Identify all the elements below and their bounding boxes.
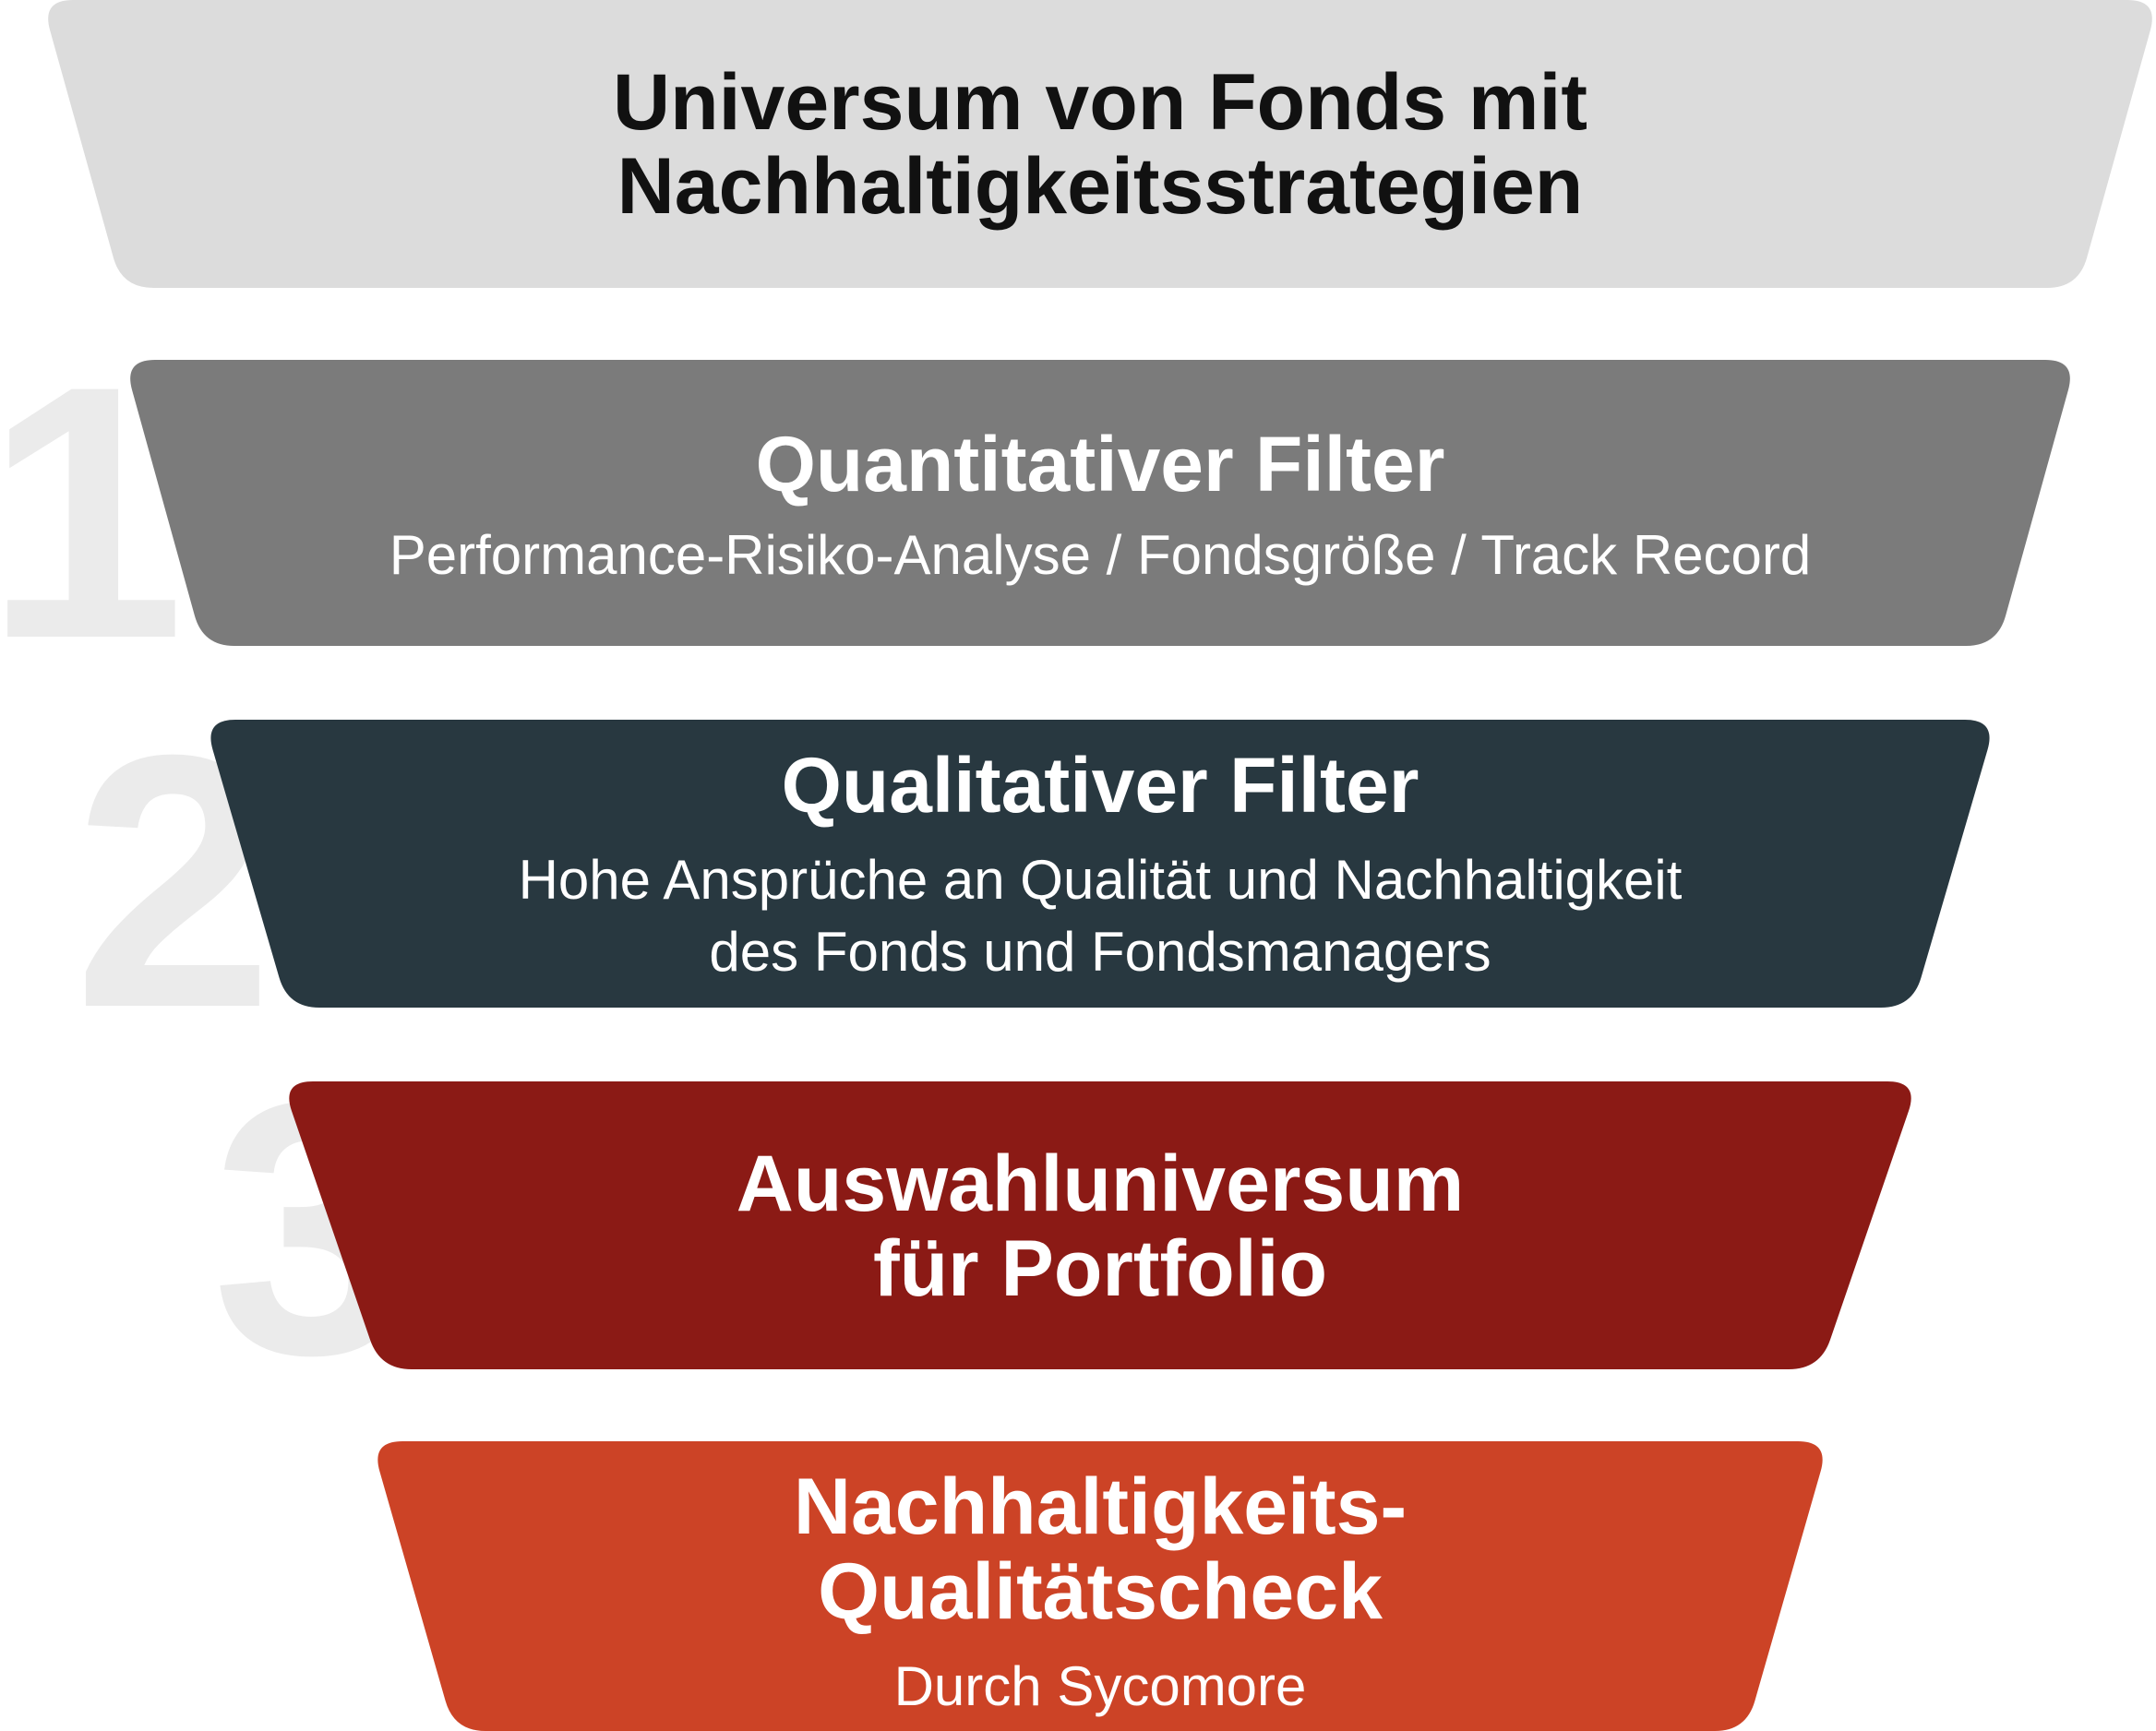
stage-title: Nachhaltigkeits- <box>794 1462 1407 1551</box>
funnel-stages: Universum von Fonds mitNachhaltigkeitsst… <box>48 0 2152 1731</box>
stage-subtitle: Hohe Ansprüche an Qualität und Nachhalti… <box>519 849 1683 911</box>
stage-title: Qualitätscheck <box>818 1547 1383 1636</box>
stage-shape-4 <box>377 1441 1823 1731</box>
stage-shape-0 <box>48 0 2152 288</box>
stage-title: Quantitativer Filter <box>756 421 1445 507</box>
stage-title: Qualitativer Filter <box>782 742 1419 829</box>
stage-subtitle: des Fonds und Fondsmanagers <box>709 921 1491 983</box>
stage-title: Universum von Fonds mit <box>613 58 1587 147</box>
stage-shape-1 <box>130 360 2070 646</box>
stage-subtitle: Performance-Risiko-Analyse / Fondsgröße … <box>389 524 1812 586</box>
stage-title: für Portfolio <box>873 1224 1327 1313</box>
stage-shape-3 <box>289 1081 1911 1369</box>
stage-shape-2 <box>210 720 1990 1008</box>
stage-subtitle: Durch Sycomore <box>894 1655 1307 1717</box>
funnel-stage-0: Universum von Fonds mitNachhaltigkeitsst… <box>48 0 2152 288</box>
stage-title: Auswahluniversum <box>737 1140 1465 1228</box>
funnel-stage-1: Quantitativer FilterPerformance-Risiko-A… <box>130 360 2070 646</box>
stage-title: Nachhaltigkeitsstrategien <box>617 142 1584 231</box>
